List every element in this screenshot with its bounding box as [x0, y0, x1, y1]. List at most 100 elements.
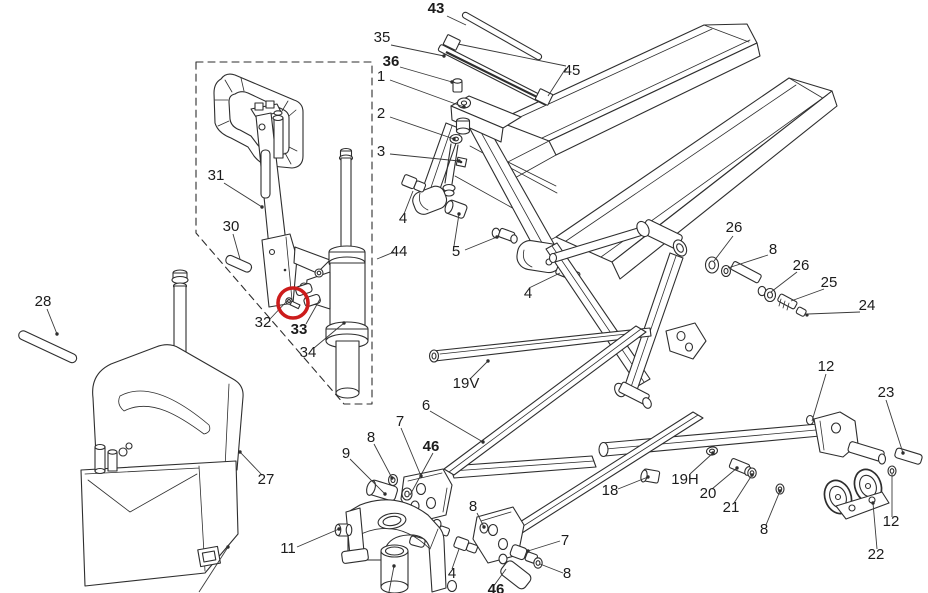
leader-dot	[735, 466, 739, 470]
leader-line	[296, 528, 340, 548]
leader-dot	[711, 451, 715, 455]
part-label-7a: 7	[396, 413, 404, 430]
leader-line	[811, 373, 827, 422]
leader-line	[389, 153, 460, 162]
part-label-4a: 4	[399, 210, 407, 227]
fork-carriage-assembly	[334, 325, 704, 593]
leader-line	[617, 476, 649, 490]
leader-line	[790, 288, 825, 302]
leader-dot	[481, 440, 485, 444]
leader-dot	[450, 80, 454, 84]
part-label-1: 1	[377, 68, 385, 85]
part-label-25: 25	[821, 274, 838, 291]
leader-line	[399, 66, 453, 83]
leader-line	[223, 182, 263, 208]
leader-dot	[901, 451, 905, 455]
part-label-3: 3	[377, 143, 385, 160]
part-label-28: 28	[35, 293, 52, 310]
leader-dot	[390, 476, 394, 480]
part-label-31: 31	[208, 167, 225, 184]
leader-line	[547, 67, 567, 97]
leader-line	[872, 502, 878, 550]
part-label-8c: 8	[760, 521, 768, 538]
part-label-18: 18	[602, 482, 619, 499]
leader-dot	[342, 321, 346, 325]
leader-line	[885, 399, 904, 454]
part-label-6: 6	[422, 397, 430, 414]
part-label-8e: 8	[563, 565, 571, 582]
leader-dot	[462, 105, 466, 109]
part-label-20: 20	[700, 485, 717, 502]
leader-dot	[526, 549, 530, 553]
part-label-23: 23	[878, 384, 895, 401]
part-label-44: 44	[391, 243, 408, 260]
leader-dot	[226, 545, 230, 549]
leader-dot	[750, 473, 754, 477]
part-label-11: 11	[280, 540, 296, 557]
leader-line	[305, 298, 321, 325]
leader-dot	[383, 492, 387, 496]
leader-line	[429, 410, 484, 443]
leader-line	[388, 565, 395, 593]
leader-line	[807, 311, 861, 315]
leader-line	[527, 540, 561, 552]
leader-dot	[457, 212, 461, 216]
leader-line	[390, 44, 445, 57]
part-label-8a: 8	[769, 241, 777, 258]
leader-dot	[392, 564, 396, 568]
part-label-43: 43	[428, 0, 445, 17]
part-label-30: 30	[223, 218, 240, 235]
leader-dot	[486, 359, 490, 363]
leader-line	[403, 190, 414, 215]
top-rods	[437, 11, 554, 106]
leader-dot	[238, 450, 242, 454]
leader-dot	[495, 235, 499, 239]
part-label-32: 32	[255, 314, 272, 331]
leader-line	[232, 233, 241, 260]
leader-line	[528, 272, 561, 289]
part-label-22: 22	[868, 546, 885, 563]
part-label-4b: 4	[524, 285, 532, 302]
leader-line	[457, 43, 567, 67]
leader-line	[713, 235, 734, 262]
leader-dot	[260, 205, 264, 209]
part-label-8b: 8	[367, 429, 375, 446]
leader-dot	[442, 54, 446, 58]
part-label-26a: 26	[726, 219, 743, 236]
part-label-19H: 19H	[671, 471, 699, 488]
lift-linkage	[545, 219, 707, 409]
leader-line	[476, 512, 485, 528]
part-label-12b: 12	[883, 513, 900, 530]
leader-line	[376, 251, 395, 260]
leader-line	[711, 467, 738, 490]
leader-dot	[457, 159, 461, 163]
part-label-8d: 8	[469, 498, 477, 515]
part-label-36: 36	[383, 53, 400, 70]
part-label-24: 24	[859, 297, 876, 314]
part-label-46b: 46	[488, 581, 505, 593]
pushrod-vertical-19v	[428, 327, 652, 363]
part-label-35: 35	[374, 29, 391, 46]
part-label-33: 33	[291, 321, 308, 338]
leader-line	[464, 236, 498, 251]
part-label-5: 5	[452, 243, 460, 260]
part-label-26b: 26	[793, 257, 810, 274]
leader-line	[373, 443, 393, 479]
leader-dot	[55, 332, 59, 336]
handle-assembly	[213, 73, 331, 310]
leader-dot	[871, 501, 875, 505]
tie-rod-hardware	[704, 256, 809, 317]
leader-line	[349, 458, 386, 495]
part-label-4c: 4	[448, 565, 456, 582]
part-label-21: 21	[723, 499, 740, 516]
leader-line	[765, 490, 781, 526]
leader-line	[469, 360, 489, 380]
part-label-27: 27	[258, 471, 275, 488]
part-label-2: 2	[377, 105, 385, 122]
leader-dot	[778, 489, 782, 493]
leader-line	[198, 546, 229, 593]
leader-line	[733, 474, 753, 504]
